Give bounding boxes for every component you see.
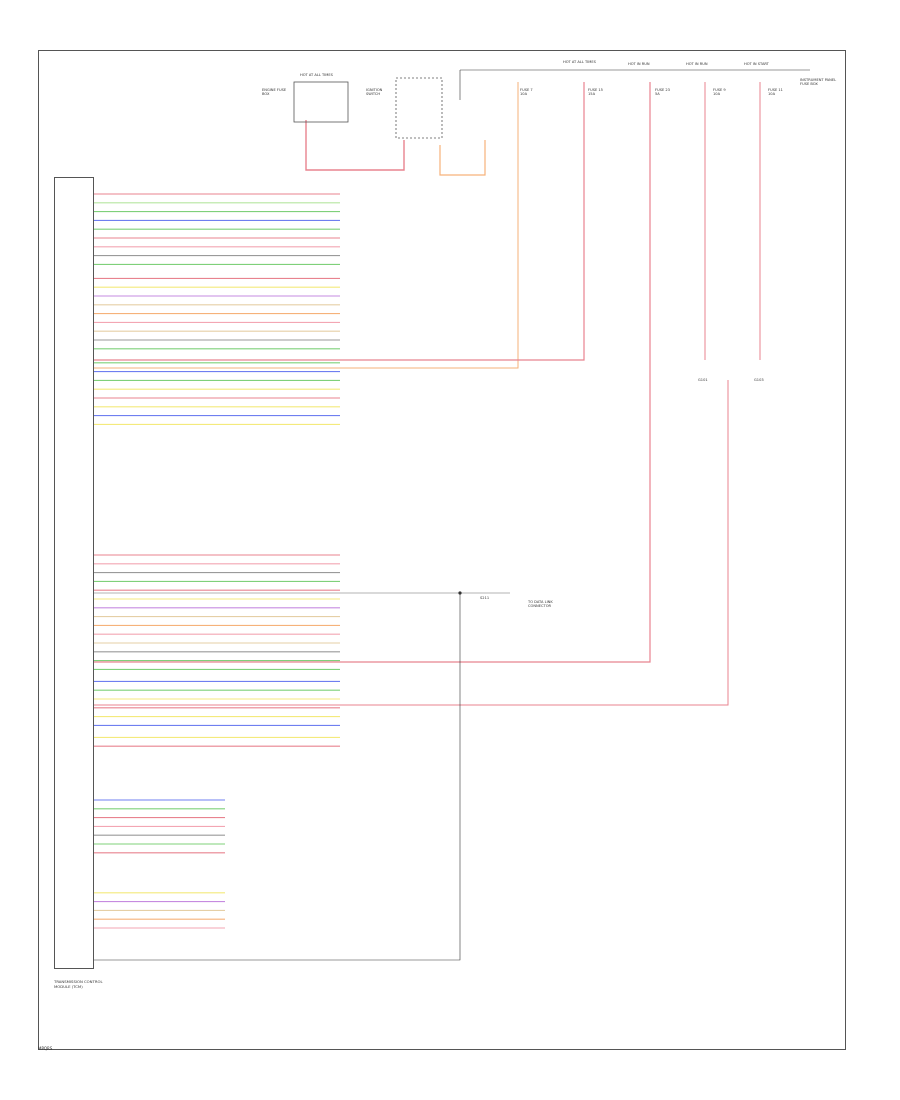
fuse-header-2: HOT IN RUN [628,62,650,66]
fuse-feed-wire [92,82,585,361]
splice-label: S211 [480,596,490,600]
fuse-label-5: FUSE 11 10A [768,88,783,96]
hot-at-all-times-label: HOT AT ALL TIMES [300,73,333,77]
engine-fuse-label: ENGINE FUSE BOX [262,88,287,96]
fuse-label-4: FUSE 9 10A [713,88,726,96]
fuse-feed-wire [92,380,729,706]
ground-label-2: G103 [754,378,764,382]
fuse-label-2: FUSE 15 15A [588,88,603,96]
diagram-frame [38,50,846,1050]
fuse-header-4: HOT IN START [744,62,769,66]
component-group [293,77,462,595]
fuse-label-3: FUSE 23 5A [655,88,670,96]
module-return-wire [92,593,461,961]
fuse-feed-wire [92,82,651,663]
fuse-label-1: FUSE 7 10A [520,88,533,96]
ignition-switch-label: IGNITION SWITCH [366,88,383,96]
transmission-control-module [54,177,94,969]
module-label: TRANSMISSION CONTROL MODULE (TCM) [54,979,104,989]
fuse-header-3: HOT IN RUN [686,62,708,66]
ignition-switch-box [395,77,443,139]
battery-feed-wire [305,120,405,171]
wire-group [92,69,810,961]
data-link-label: TO DATA LINK CONNECTOR [528,600,553,608]
ground-label-1: G101 [698,378,708,382]
ignition-feed-wire [439,140,486,176]
fuse-box-note: INSTRUMENT PANEL FUSE BOX [800,78,837,86]
fuse-header-1: HOT AT ALL TIMES [563,60,596,64]
splice-dot [458,591,462,595]
hot-at-all-times-box [293,81,349,123]
figure-id: MPQRS [38,1046,53,1051]
fuse-feed-wire [92,82,519,369]
